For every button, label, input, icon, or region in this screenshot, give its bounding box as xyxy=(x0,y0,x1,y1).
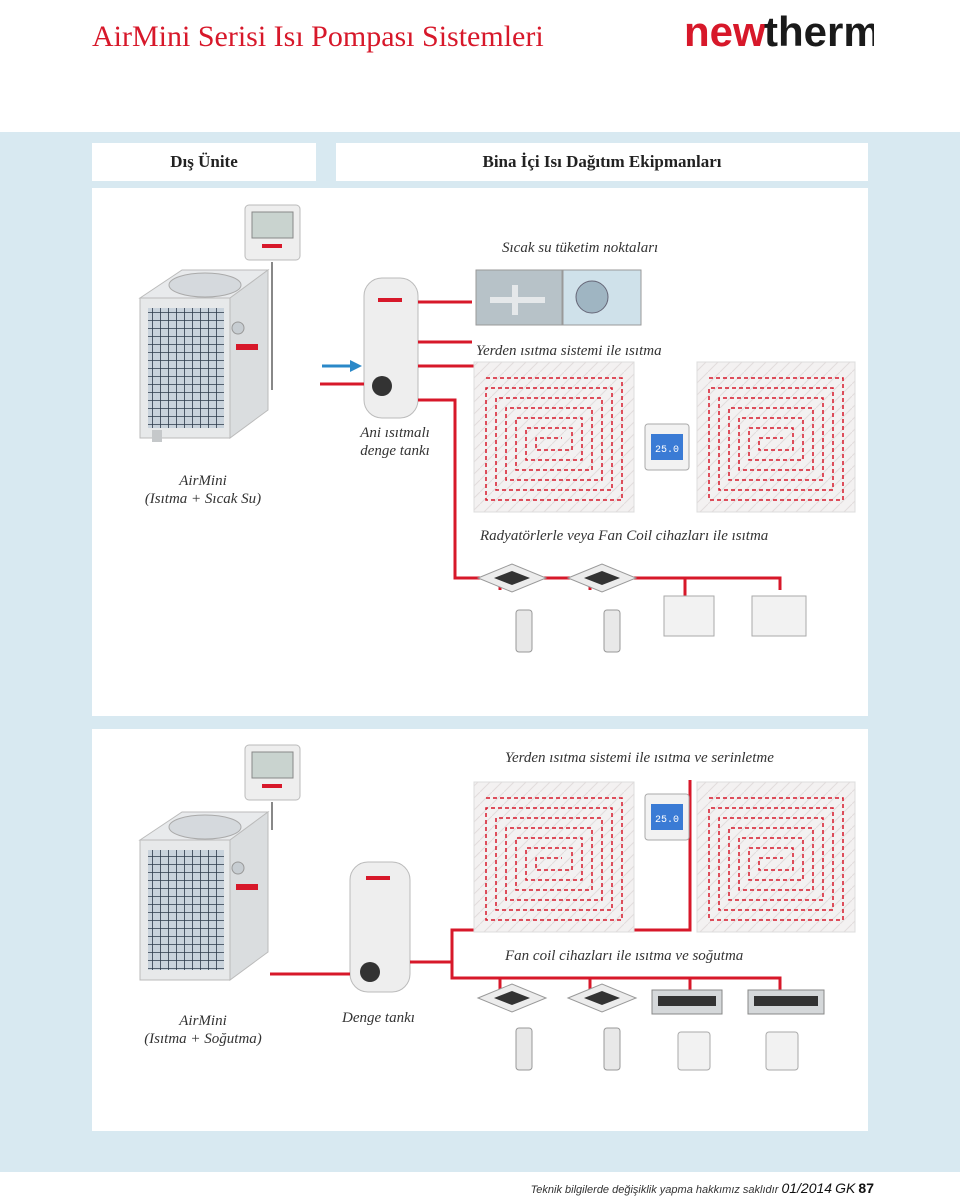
thermostat-display: 25.0 xyxy=(655,445,679,456)
floor-pipe-loop-4 xyxy=(708,797,844,921)
floor-heating-area-3 xyxy=(473,781,635,933)
indoor-header: Bina İçi Isı Dağıtım Ekipmanları xyxy=(336,143,868,181)
ducted-fancoil-1 xyxy=(651,989,723,1015)
brand-logo-part1: new xyxy=(684,8,766,52)
heat-pump-unit xyxy=(138,269,270,442)
shower-head-icon xyxy=(575,280,609,314)
wall-controller xyxy=(244,204,301,261)
fancoil-label: Radyatörlerle veya Fan Coil cihazları il… xyxy=(480,528,769,544)
heat-pump-unit-2 xyxy=(138,811,270,981)
tank-label-line1: Ani ısıtmalı xyxy=(360,425,430,441)
floor-pipe-loop-2 xyxy=(708,377,844,501)
floor-heating-area-4 xyxy=(696,781,856,933)
panel-radiator-1 xyxy=(663,595,715,637)
unit-label-2-line1: AirMini xyxy=(179,1013,227,1029)
cassette-fancoil-3 xyxy=(476,983,548,1013)
buffer-tank-2 xyxy=(349,861,411,993)
unit-label-2: AirMini (Isıtma + Soğutma) xyxy=(128,1012,278,1048)
unit-label-2-line2: (Isıtma + Soğutma) xyxy=(144,1031,262,1047)
footer-note: Teknik bilgilerde değişiklik yapma hakkı… xyxy=(530,1184,779,1196)
tank-label-line2: denge tankı xyxy=(360,443,430,459)
wall-switch-1 xyxy=(677,1031,711,1071)
unit-label: AirMini (Isıtma + Sıcak Su) xyxy=(128,472,278,508)
fancoil-cooling-label: Fan coil cihazları ile ısıtma ve soğutma xyxy=(505,948,744,964)
footer-code: GK xyxy=(835,1180,856,1196)
faucet-icon xyxy=(490,285,545,315)
hot-water-label: Sıcak su tüketim noktaları xyxy=(502,240,659,256)
cassette-fancoil-1 xyxy=(476,563,548,593)
wall-switch-2 xyxy=(765,1031,799,1071)
remote-control-2 xyxy=(603,609,621,653)
wall-controller-2 xyxy=(244,744,301,801)
ducted-fancoil-2 xyxy=(747,989,825,1015)
floor-heating-area-1 xyxy=(473,361,635,513)
page-title: AirMini Serisi Isı Pompası Sistemleri xyxy=(92,20,544,53)
footer-issue: 01/2014 xyxy=(781,1180,833,1196)
unit-label-line1: AirMini xyxy=(179,473,227,489)
floor-cooling-label: Yerden ısıtma sistemi ile ısıtma ve seri… xyxy=(505,750,774,766)
brand-logo: new therm xyxy=(684,8,874,52)
brand-logo-part2: therm xyxy=(764,8,874,52)
floor-heating-area-2 xyxy=(696,361,856,513)
panel-radiator-2 xyxy=(751,595,807,637)
cassette-fancoil-2 xyxy=(566,563,638,593)
unit-label-line2: (Isıtma + Sıcak Su) xyxy=(144,491,262,507)
remote-control-1 xyxy=(515,609,533,653)
cassette-fancoil-4 xyxy=(566,983,638,1013)
tank-label: Ani ısıtmalı denge tankı xyxy=(340,424,450,460)
room-thermostat: 25.0 xyxy=(644,423,690,471)
inlet-arrowhead-icon xyxy=(350,360,362,372)
floor-pipe-loop-1 xyxy=(485,377,623,501)
remote-control-4 xyxy=(603,1027,621,1071)
distribution-pipes-2 xyxy=(270,780,782,990)
floor-pipe-loop-3 xyxy=(485,797,623,921)
room-thermostat-2: 25.0 xyxy=(644,793,690,841)
thermostat-display-2: 25.0 xyxy=(655,815,679,826)
tank-label-2: Denge tankı xyxy=(342,1010,415,1026)
remote-control-3 xyxy=(515,1027,533,1071)
outdoor-header: Dış Ünite xyxy=(92,143,316,181)
page-number: 87 xyxy=(858,1180,874,1196)
page-footer: Teknik bilgilerde değişiklik yapma hakkı… xyxy=(531,1180,874,1196)
buffer-tank xyxy=(363,277,419,419)
floor-heating-label: Yerden ısıtma sistemi ile ısıtma xyxy=(476,343,662,359)
